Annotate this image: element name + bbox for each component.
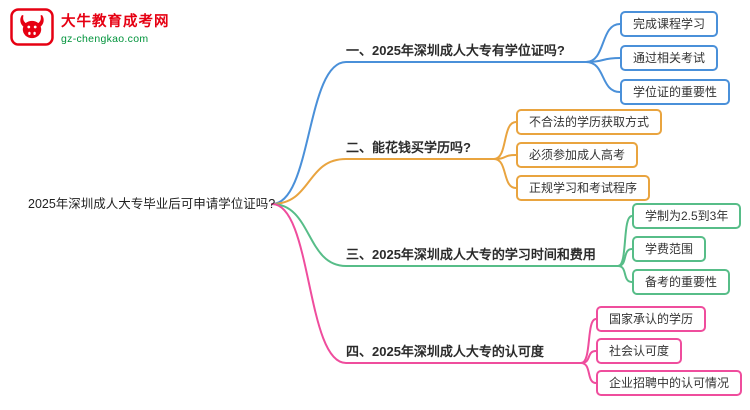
leaf-node[interactable]: 学费范围 [632,236,707,262]
leaf-node[interactable]: 正规学习和考试程序 [516,175,651,201]
branch-link [271,203,582,364]
leaf-node[interactable]: 学位证的重要性 [620,79,731,105]
leaf-link [493,121,517,160]
branch-link [271,203,619,267]
leaf-link [585,61,621,93]
branch-title-1[interactable]: 一、2025年深圳成人大专有学位证吗? [346,43,565,58]
root-node[interactable]: 2025年深圳成人大专毕业后可申请学位证吗? [28,197,276,211]
leaf-node[interactable]: 完成课程学习 [620,11,719,37]
leaf-node[interactable]: 学制为2.5到3年 [632,203,742,229]
logo-text: 大牛教育成考网 gz-chengkao.com [61,10,170,45]
branch-link [271,61,587,205]
logo-subtitle: gz-chengkao.com [61,32,149,45]
site-logo[interactable]: 大牛教育成考网 gz-chengkao.com [10,8,170,46]
branch-title-3[interactable]: 三、2025年深圳成人大专的学习时间和费用 [346,247,596,262]
leaf-node[interactable]: 必须参加成人高考 [516,142,639,168]
leaf-node[interactable]: 不合法的学历获取方式 [516,109,663,135]
leaf-link [617,265,633,283]
bull-logo-icon [10,8,54,46]
leaf-link [585,23,621,63]
branch-link [271,158,495,205]
leaf-node[interactable]: 通过相关考试 [620,45,719,71]
logo-title: 大牛教育成考网 [61,13,170,30]
leaf-node[interactable]: 社会认可度 [596,338,683,364]
branch-title-2[interactable]: 二、能花钱买学历吗? [346,140,471,155]
leaf-link [580,362,597,384]
branch-title-4[interactable]: 四、2025年深圳成人大专的认可度 [346,344,544,359]
leaf-node[interactable]: 备考的重要性 [632,269,731,295]
leaf-node[interactable]: 国家承认的学历 [596,306,707,332]
leaf-link [493,158,517,189]
leaf-node[interactable]: 企业招聘中的认可情况 [596,370,743,396]
